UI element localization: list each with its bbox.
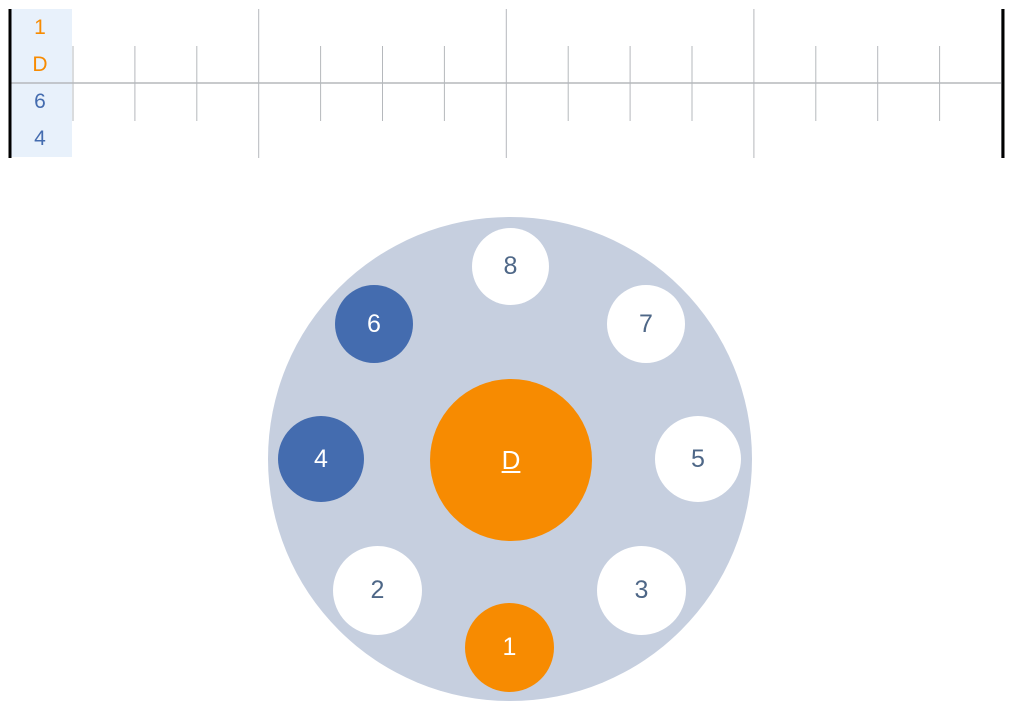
pad-wheel: D 8 7 6 4 5 2 3 1 <box>268 217 752 701</box>
pad-label: 6 <box>367 309 381 338</box>
timeline-grid <box>8 9 1005 158</box>
pad-1[interactable]: 1 <box>465 603 554 692</box>
pad-5[interactable]: 5 <box>655 416 741 502</box>
pad-3[interactable]: 3 <box>597 546 686 635</box>
center-pad-root[interactable]: D <box>430 379 592 541</box>
pad-label: 3 <box>634 576 649 604</box>
pad-label: 4 <box>314 444 328 473</box>
timeline-strip[interactable]: 1 D 6 4 <box>0 0 1018 170</box>
pad-8[interactable]: 8 <box>472 228 549 305</box>
pad-label: 5 <box>691 444 705 473</box>
pad-2[interactable]: 2 <box>333 546 422 635</box>
track-label-3: 6 <box>34 90 46 113</box>
pad-4[interactable]: 4 <box>278 416 364 502</box>
pad-label: 2 <box>370 576 385 604</box>
pad-label: 1 <box>502 633 517 661</box>
pad-label: 8 <box>503 252 518 280</box>
pad-label: 7 <box>639 309 653 338</box>
track-label-1: 1 <box>34 16 46 39</box>
pad-7[interactable]: 7 <box>607 285 685 363</box>
center-pad-label: D <box>501 444 521 475</box>
pad-6[interactable]: 6 <box>335 285 413 363</box>
track-label-2: D <box>32 53 48 76</box>
track-label-4: 4 <box>34 127 46 150</box>
